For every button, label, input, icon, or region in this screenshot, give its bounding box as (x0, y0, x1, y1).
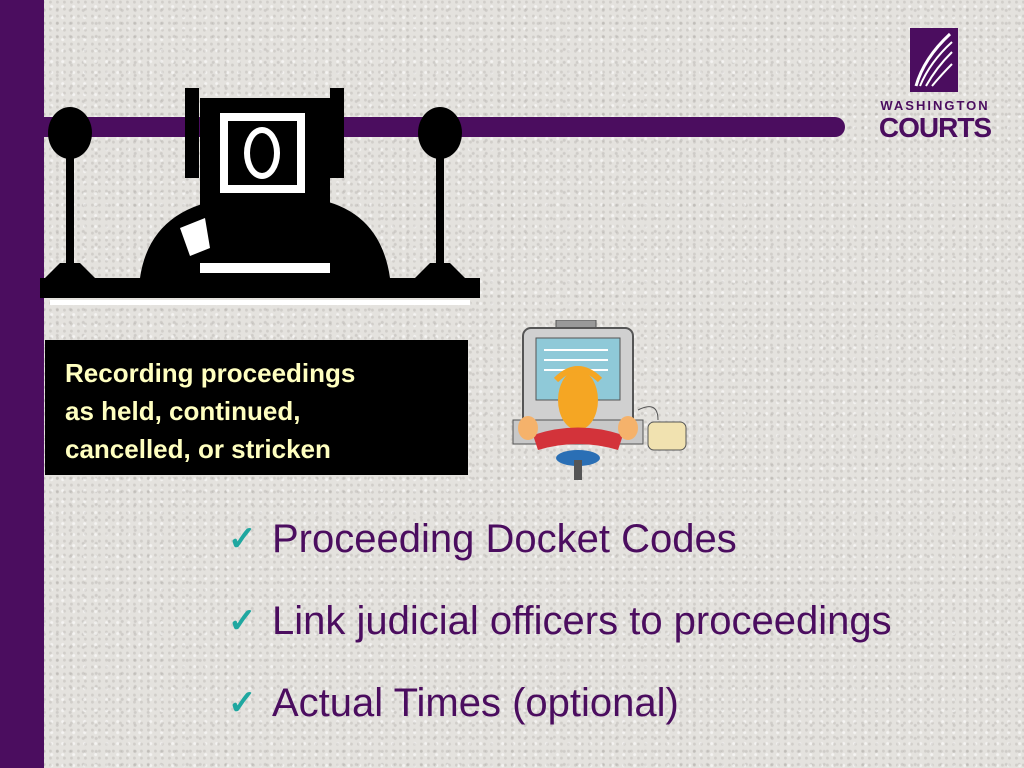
computer-user-clipart (512, 320, 687, 480)
checkmark-icon: ✓ (228, 684, 257, 722)
checkmark-icon: ✓ (228, 520, 257, 558)
judge-bench-clipart (40, 88, 480, 305)
checkmark-icon: ✓ (228, 602, 257, 640)
bullet-text: Link judicial officers to proceedings (272, 598, 892, 643)
bullet-list: ✓ Proceeding Docket Codes ✓ Link judicia… (228, 498, 892, 744)
bullet-text: Proceeding Docket Codes (272, 516, 737, 561)
bullet-text: Actual Times (optional) (272, 680, 679, 725)
list-item: ✓ Link judicial officers to proceedings (228, 580, 892, 662)
caption-text: Recording proceedings as held, continued… (65, 354, 465, 468)
list-item: ✓ Proceeding Docket Codes (228, 498, 892, 580)
logo-courts-text: COURTS (878, 112, 992, 143)
caption-line: Recording proceedings (65, 358, 356, 388)
washington-courts-logo: WASHINGTON COURTS (870, 28, 1000, 148)
courts-emblem-icon (910, 28, 958, 92)
left-accent-bar (0, 0, 44, 768)
caption-box: Recording proceedings as held, continued… (45, 340, 468, 475)
caption-line: cancelled, or stricken (65, 434, 331, 464)
logo-washington-text: WASHINGTON (880, 98, 990, 113)
caption-line: as held, continued, (65, 396, 301, 426)
list-item: ✓ Actual Times (optional) (228, 662, 892, 744)
